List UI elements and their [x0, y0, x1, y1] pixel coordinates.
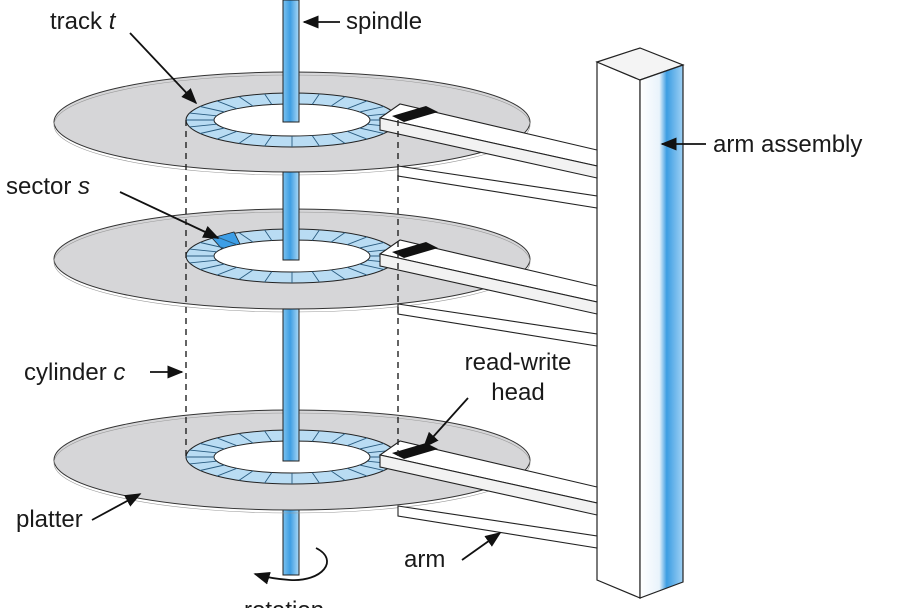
sector-divider — [189, 112, 217, 117]
sector-divider — [359, 127, 384, 134]
sector-divider — [330, 433, 346, 444]
arm-pointer — [461, 532, 502, 561]
sector-divider — [189, 460, 217, 465]
sector-divider — [264, 271, 273, 283]
read-write-head-top — [392, 106, 438, 122]
arm-middle — [378, 239, 598, 347]
sector-divider — [216, 437, 238, 447]
sector-divider — [311, 271, 320, 283]
rotation-arrow — [253, 547, 328, 585]
sector-divider — [311, 229, 320, 241]
sector-divider — [200, 464, 225, 471]
sector-divider — [311, 430, 320, 442]
sector-divider — [346, 266, 368, 276]
sector-divider — [359, 242, 384, 249]
platter-label: platter — [16, 506, 83, 533]
sector-divider — [216, 467, 238, 477]
sector-divider — [189, 259, 217, 264]
sector-divider — [238, 433, 254, 444]
sector-divider — [359, 464, 384, 471]
sector-divider — [330, 470, 346, 481]
sector-divider — [216, 236, 238, 246]
sector-divider — [264, 93, 273, 105]
sector-divider — [346, 100, 368, 110]
sector-divider — [264, 472, 273, 484]
sector-divider — [330, 232, 346, 243]
cylinder-outline — [185, 120, 399, 457]
platter-pointer — [91, 493, 142, 521]
sector-divider — [200, 242, 225, 249]
sector-divider — [216, 266, 238, 276]
sector-divider — [238, 96, 254, 107]
spindle-label: spindle — [346, 8, 422, 35]
sector-divider — [330, 133, 346, 144]
sector-divider — [238, 269, 254, 280]
spindle-top — [282, 0, 300, 123]
sector-divider — [264, 430, 273, 442]
track-label: track t — [50, 8, 117, 35]
sector-divider — [359, 106, 384, 113]
sector-divider — [330, 96, 346, 107]
sector-divider — [330, 269, 346, 280]
sector-divider — [346, 467, 368, 477]
sector-divider — [216, 130, 238, 140]
sector-divider — [200, 106, 225, 113]
sector-divider — [238, 470, 254, 481]
sector-pointer — [119, 191, 220, 239]
read-write-head-middle — [392, 242, 438, 258]
spindle-middle — [282, 171, 300, 261]
spindle-bottom — [282, 504, 300, 576]
arm-assembly-label: arm assembly — [713, 131, 862, 158]
cylinder-label: cylinder c — [24, 359, 125, 386]
head-pointer — [422, 397, 469, 449]
rotation-label: rotation — [244, 597, 324, 608]
sector-divider — [346, 236, 368, 246]
sector-divider — [311, 93, 320, 105]
sector-divider — [264, 135, 273, 147]
read-write-head-label-line1: read-write — [465, 349, 572, 376]
sector-divider — [238, 232, 254, 243]
sector-label: sector s — [6, 173, 90, 200]
arm-bottom — [378, 440, 598, 549]
sector-divider — [311, 135, 320, 147]
arm-assembly — [595, 47, 685, 599]
sector-divider — [200, 443, 225, 450]
arm-top — [378, 103, 598, 209]
arm-label: arm — [404, 546, 445, 573]
sector-divider — [346, 130, 368, 140]
sector-divider — [200, 263, 225, 270]
sector-divider — [359, 443, 384, 450]
sector-divider — [189, 449, 217, 454]
sector-divider — [189, 123, 217, 128]
sector-divider — [238, 133, 254, 144]
sector-divider — [264, 229, 273, 241]
spindle-lower — [282, 308, 300, 462]
sector-divider — [311, 472, 320, 484]
sector-divider — [359, 263, 384, 270]
sector-divider — [200, 127, 225, 134]
sector-divider — [216, 100, 238, 110]
sector-divider — [346, 437, 368, 447]
sector-divider — [189, 248, 217, 253]
track-pointer — [129, 32, 198, 105]
read-write-head-label-line2: head — [491, 379, 544, 406]
